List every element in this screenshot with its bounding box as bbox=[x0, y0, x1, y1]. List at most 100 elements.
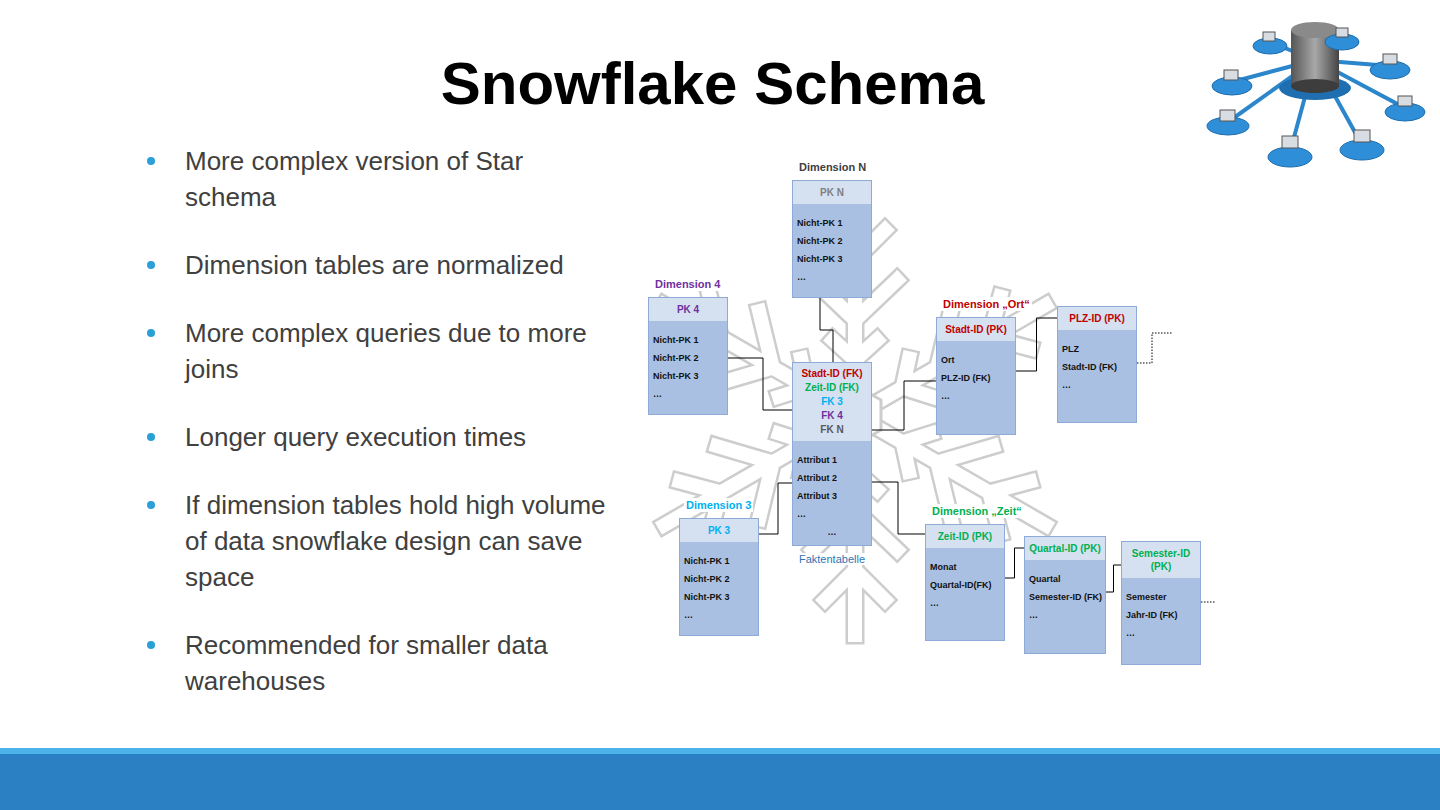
key-field: FK N bbox=[795, 423, 869, 437]
table-box: Dimension NPK NNicht-PK 1Nicht-PK 2Nicht… bbox=[792, 180, 872, 298]
key-field: Zeit-ID (FK) bbox=[795, 381, 869, 395]
key-field: PK 3 bbox=[682, 524, 756, 537]
bullet-item: More complex queries due to more joins bbox=[145, 315, 615, 387]
dimension-heading: Dimension 3 bbox=[684, 498, 753, 512]
attribute-field: Nicht-PK 1 bbox=[684, 552, 754, 570]
connector-line bbox=[872, 482, 925, 534]
table-header: PK 4 bbox=[649, 298, 727, 321]
table-body: MonatQuartal-ID(FK)… bbox=[926, 548, 1004, 640]
attribute-field: … bbox=[1126, 624, 1196, 642]
table-body: Nicht-PK 1Nicht-PK 2Nicht-PK 3… bbox=[649, 321, 727, 414]
bullet-text: More complex version of Star schema bbox=[185, 146, 523, 212]
table-body: Nicht-PK 1Nicht-PK 2Nicht-PK 3… bbox=[680, 542, 758, 635]
bullet-text: Longer query execution times bbox=[185, 422, 526, 452]
table-box: Dimension „Zeit“Zeit-ID (PK)MonatQuartal… bbox=[925, 524, 1005, 641]
key-field: FK 3 bbox=[795, 395, 869, 409]
bullet-dot bbox=[147, 501, 155, 509]
key-field: Stadt-ID (FK) bbox=[795, 367, 869, 381]
connector-line bbox=[1106, 565, 1121, 592]
table-box: Semester-ID (PK) SemesterJahr-ID (FK)… bbox=[1121, 541, 1201, 665]
bullet-text: Dimension tables are normalized bbox=[185, 250, 564, 280]
table-box: FaktentabelleStadt-ID (FK)Zeit-ID (FK)FK… bbox=[792, 362, 872, 546]
attribute-field: … bbox=[797, 505, 867, 523]
bullet-dot bbox=[147, 157, 155, 165]
table-header: Stadt-ID (FK)Zeit-ID (FK)FK 3FK 4FK N bbox=[793, 363, 871, 441]
attribute-field: … bbox=[684, 606, 754, 624]
attribute-field: Quartal bbox=[1029, 570, 1101, 588]
table-body: Nicht-PK 1Nicht-PK 2Nicht-PK 3… bbox=[793, 204, 871, 297]
key-field: PK 4 bbox=[651, 303, 725, 316]
table-body: QuartalSemester-ID (FK)… bbox=[1025, 560, 1105, 653]
key-field: PLZ-ID (PK) bbox=[1060, 312, 1134, 325]
dimension-heading: Dimension „Zeit“ bbox=[930, 504, 1024, 518]
connector-line bbox=[728, 358, 792, 410]
bullet-item: Dimension tables are normalized bbox=[145, 247, 615, 283]
table-box: Dimension 4PK 4Nicht-PK 1Nicht-PK 2Nicht… bbox=[648, 297, 728, 415]
attribute-field: Attribut 3 bbox=[797, 487, 867, 505]
network-icon bbox=[1207, 22, 1425, 167]
bullet-dot bbox=[147, 433, 155, 441]
bullet-item: If dimension tables hold high volume of … bbox=[145, 487, 615, 595]
table-box: Quartal-ID (PK)QuartalSemester-ID (FK)… bbox=[1024, 536, 1106, 654]
key-field: Semester-ID (PK) bbox=[1124, 547, 1198, 573]
table-header: PLZ-ID (PK) bbox=[1058, 307, 1136, 330]
table-body: SemesterJahr-ID (FK)… bbox=[1122, 578, 1200, 664]
attribute-field: Ort bbox=[941, 351, 1011, 369]
attribute-field: PLZ bbox=[1062, 340, 1132, 358]
bullet-text: More complex queries due to more joins bbox=[185, 318, 587, 384]
bullet-text: Recommended for smaller data warehouses bbox=[185, 630, 548, 696]
attribute-field: Nicht-PK 3 bbox=[797, 250, 867, 268]
attribute-field: Attribut 1 bbox=[797, 451, 867, 469]
table-header: Semester-ID (PK) bbox=[1122, 542, 1200, 578]
attribute-field: … bbox=[797, 523, 867, 541]
attribute-field: Nicht-PK 1 bbox=[797, 214, 867, 232]
bullet-dot bbox=[147, 261, 155, 269]
slide-title: Snowflake Schema bbox=[0, 48, 1425, 120]
key-field: PK N bbox=[795, 186, 869, 199]
attribute-field: … bbox=[1029, 606, 1101, 624]
dimension-heading: Dimension N bbox=[797, 160, 868, 174]
connector-line bbox=[1005, 548, 1024, 578]
attribute-field: Nicht-PK 1 bbox=[653, 331, 723, 349]
attribute-field: Nicht-PK 2 bbox=[797, 232, 867, 250]
table-body: PLZStadt-ID (FK)… bbox=[1058, 330, 1136, 422]
table-body: Attribut 1Attribut 2Attribut 3…… bbox=[793, 441, 871, 545]
table-header: PK 3 bbox=[680, 519, 758, 542]
bullet-dot bbox=[147, 329, 155, 337]
attribute-field: PLZ-ID (FK) bbox=[941, 369, 1011, 387]
table-header: Stadt-ID (PK) bbox=[937, 318, 1015, 341]
attribute-field: Monat bbox=[930, 558, 1000, 576]
connector-line bbox=[820, 298, 833, 362]
attribute-field: Jahr-ID (FK) bbox=[1126, 606, 1196, 624]
attribute-field: Nicht-PK 3 bbox=[684, 588, 754, 606]
bullet-list: More complex version of Star schemaDimen… bbox=[145, 143, 615, 731]
dimension-heading: Dimension 4 bbox=[653, 277, 722, 291]
attribute-field: … bbox=[1062, 376, 1132, 394]
table-caption-text: Faktentabelle bbox=[797, 553, 867, 565]
attribute-field: Quartal-ID(FK) bbox=[930, 576, 1000, 594]
attribute-field: Nicht-PK 2 bbox=[653, 349, 723, 367]
attribute-field: … bbox=[653, 385, 723, 403]
table-header: Zeit-ID (PK) bbox=[926, 525, 1004, 548]
table-header: PK N bbox=[793, 181, 871, 204]
connector-line bbox=[1016, 318, 1057, 371]
attribute-field: … bbox=[941, 387, 1011, 405]
bullet-item: Recommended for smaller data warehouses bbox=[145, 627, 615, 699]
footer-bar bbox=[0, 748, 1440, 810]
bullet-item: Longer query execution times bbox=[145, 419, 615, 455]
table-box: Dimension „Ort“Stadt-ID (PK)OrtPLZ-ID (F… bbox=[936, 317, 1016, 435]
table-box: PLZ-ID (PK) PLZStadt-ID (FK)… bbox=[1057, 306, 1137, 423]
attribute-field: Semester bbox=[1126, 588, 1196, 606]
key-field: FK 4 bbox=[795, 409, 869, 423]
bullet-dot bbox=[147, 641, 155, 649]
attribute-field: … bbox=[930, 594, 1000, 612]
dimension-heading: Dimension „Ort“ bbox=[941, 297, 1032, 311]
key-field: Zeit-ID (PK) bbox=[928, 530, 1002, 543]
bullet-item: More complex version of Star schema bbox=[145, 143, 615, 215]
table-caption: Faktentabelle bbox=[793, 553, 871, 565]
attribute-field: Stadt-ID (FK) bbox=[1062, 358, 1132, 376]
table-header: Quartal-ID (PK) bbox=[1025, 537, 1105, 560]
attribute-field: Attribut 2 bbox=[797, 469, 867, 487]
table-box: Dimension 3PK 3Nicht-PK 1Nicht-PK 2Nicht… bbox=[679, 518, 759, 636]
